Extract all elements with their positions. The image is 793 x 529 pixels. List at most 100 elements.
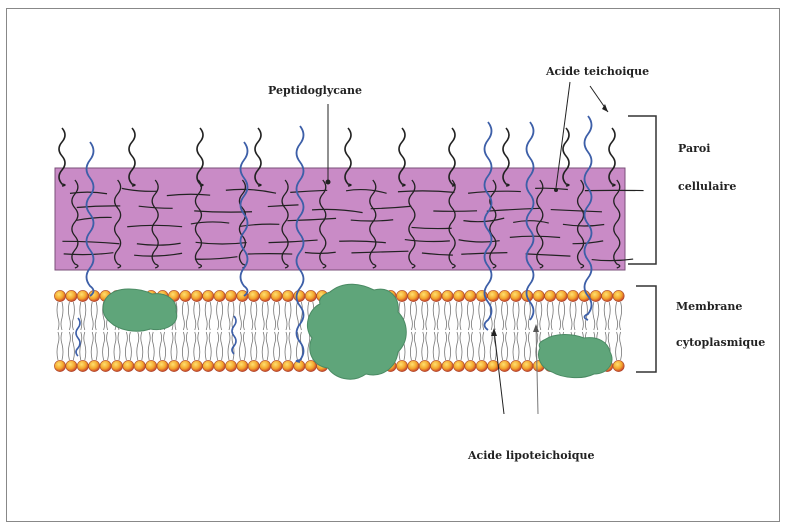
- lipid-tail: [198, 302, 200, 330]
- lipid-head: [54, 360, 65, 371]
- lipid-tail: [426, 302, 428, 330]
- lipid-tail: [616, 332, 618, 360]
- lipid-tail: [107, 332, 109, 360]
- lipid-head: [100, 360, 111, 371]
- lipid-head: [396, 360, 407, 371]
- lipid-head: [77, 360, 88, 371]
- lipid-tail: [414, 332, 416, 360]
- lipid-head: [191, 360, 202, 371]
- membrane-label-2: cytoplasmique: [676, 336, 765, 349]
- lipid-tail: [467, 332, 469, 360]
- lipid-head: [408, 290, 419, 301]
- lipid-head: [567, 290, 578, 301]
- lipid-tail: [608, 302, 610, 330]
- lipid-head: [282, 290, 293, 301]
- lipid-tail: [506, 332, 508, 360]
- lipid-head: [613, 290, 624, 301]
- lipid-tail: [620, 302, 622, 330]
- lipid-tail: [471, 332, 473, 360]
- lipid-tail: [239, 332, 241, 360]
- lipid-head: [602, 290, 613, 301]
- membrane-bracket: [636, 286, 656, 372]
- lipid-head: [453, 360, 464, 371]
- lipid-head: [282, 360, 293, 371]
- lipid-head: [431, 360, 442, 371]
- lipid-tail: [517, 332, 519, 360]
- lipid-tail: [513, 332, 515, 360]
- lipid-tail: [547, 302, 549, 330]
- teichoic-pointer-dot: [554, 188, 558, 192]
- lipid-head: [590, 290, 601, 301]
- lipid-tail: [410, 302, 412, 330]
- lipid-head: [431, 290, 442, 301]
- lipid-tail: [620, 332, 622, 360]
- lipid-tail: [456, 302, 458, 330]
- lipid-head: [499, 360, 510, 371]
- lipid-tail: [414, 302, 416, 330]
- lipid-tail: [182, 302, 184, 330]
- lipid-head: [271, 290, 282, 301]
- lipid-head: [111, 360, 122, 371]
- lipid-head: [271, 360, 282, 371]
- peptidoglycan-pointer-dot: [326, 180, 331, 185]
- lipid-tail: [479, 302, 481, 330]
- lipid-tail: [61, 332, 63, 360]
- lipid-tail: [217, 332, 219, 360]
- lipid-head: [225, 290, 236, 301]
- lipid-tail: [243, 302, 245, 330]
- lipid-tail: [239, 302, 241, 330]
- membrane-protein-left: [103, 289, 177, 331]
- lipid-tail: [528, 302, 530, 330]
- lipid-tail: [422, 332, 424, 360]
- lipid-tail: [182, 332, 184, 360]
- lipid-head: [419, 290, 430, 301]
- lipid-head: [66, 360, 77, 371]
- lipid-head: [556, 290, 567, 301]
- membrane-protein-center: [307, 284, 406, 379]
- lipid-tail: [228, 332, 230, 360]
- lipid-tail: [164, 332, 166, 360]
- lipid-tail: [103, 332, 105, 360]
- lipid-head: [499, 290, 510, 301]
- lipid-tail: [209, 332, 211, 360]
- lipid-head: [237, 290, 248, 301]
- lipid-head: [123, 360, 134, 371]
- lipid-head: [203, 290, 214, 301]
- lipid-head: [442, 290, 453, 301]
- lipid-head: [260, 290, 271, 301]
- lipid-tail: [118, 332, 120, 360]
- lipoteichoic-anchor: [76, 318, 80, 356]
- lipid-tail: [209, 302, 211, 330]
- lipid-tail: [540, 302, 542, 330]
- lipid-tail: [91, 302, 93, 330]
- lipid-tail: [57, 332, 59, 360]
- lipid-tail: [274, 302, 276, 330]
- lipid-tail: [274, 332, 276, 360]
- lipid-tail: [72, 332, 74, 360]
- lipid-tail: [506, 302, 508, 330]
- lipid-tail: [186, 302, 188, 330]
- lipid-tail: [551, 302, 553, 330]
- lipid-tail: [524, 302, 526, 330]
- lipid-tail: [262, 332, 264, 360]
- lipid-tail: [426, 332, 428, 360]
- lipid-head: [545, 290, 556, 301]
- lipid-tail: [285, 302, 287, 330]
- peptidoglycan-label: Peptidoglycane: [268, 84, 362, 97]
- lipid-tail: [563, 302, 565, 330]
- cell-wall-label-2: cellulaire: [678, 180, 736, 193]
- lipid-tail: [574, 302, 576, 330]
- lipid-tail: [95, 302, 97, 330]
- lipid-tail: [171, 332, 173, 360]
- lipid-tail: [205, 332, 207, 360]
- lipid-tail: [433, 332, 435, 360]
- lipid-tail: [494, 302, 496, 330]
- lipid-tail: [456, 332, 458, 360]
- lipid-tail: [524, 332, 526, 360]
- lipid-tail: [68, 332, 70, 360]
- lipid-tail: [502, 302, 504, 330]
- lipid-head: [488, 360, 499, 371]
- lipid-tail: [243, 332, 245, 360]
- lipid-tail: [559, 302, 561, 330]
